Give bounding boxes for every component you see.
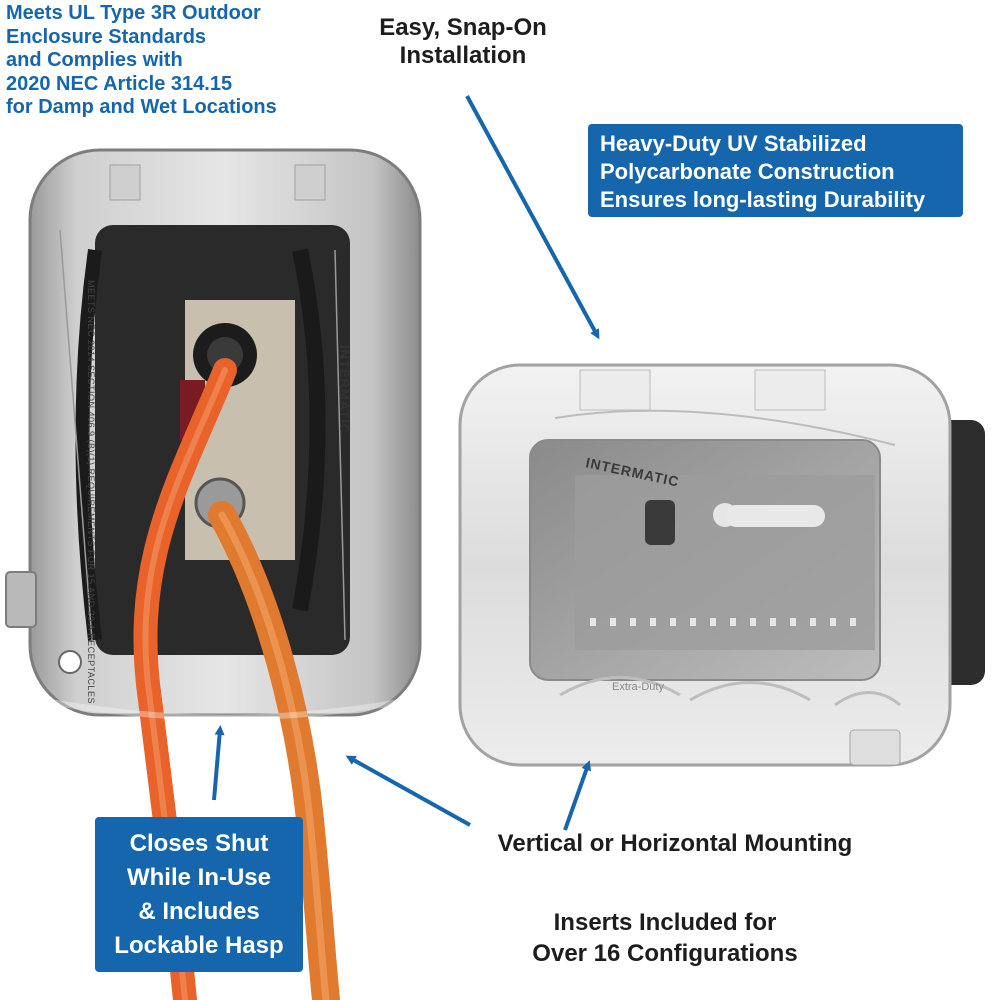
installation-line-1: Easy, Snap-On xyxy=(379,14,547,41)
extra-duty-embossed-text: Extra-Duty xyxy=(612,681,664,693)
closes-shut-line-4: Lockable Hasp xyxy=(114,932,284,959)
inserts-line-1: Inserts Included for xyxy=(553,909,777,936)
construction-line-1: Heavy-Duty UV Stabilized xyxy=(600,131,867,156)
intermatic-logo-left: INTERMATIC xyxy=(337,345,352,434)
installation-arrow xyxy=(465,95,600,340)
standards-line-4: 2020 NEC Article 314.15 xyxy=(6,72,233,95)
standards-line-3: and Complies with xyxy=(6,49,183,72)
installation-callout: Easy, Snap-On Installation xyxy=(363,14,563,71)
standards-line-5: for Damp and Wet Locations xyxy=(6,96,277,119)
embossed-warning-text: MEETS NEC 2014 SECTION 406.9 (B)(1) REQU… xyxy=(86,280,96,704)
standards-line-1: Meets UL Type 3R Outdoor xyxy=(6,2,261,24)
mounting-callout: Vertical or Horizontal Mounting xyxy=(497,830,853,857)
construction-line-3: Ensures long-lasting Durability xyxy=(600,187,926,212)
vertical-cover-left: MEETS NEC 2014 SECTION 406.9 (B)(1) REQU… xyxy=(5,148,422,1000)
mounting-arrow-right xyxy=(563,760,592,831)
inserts-line-2: Over 16 Configurations xyxy=(532,940,798,968)
horizontal-cover-right: INTERMATIC Extra-Duty xyxy=(458,363,985,767)
construction-callout: Heavy-Duty UV Stabilized Polycarbonate C… xyxy=(588,124,963,217)
closes-shut-line-3: & Includes xyxy=(138,898,260,925)
closes-shut-arrow xyxy=(212,725,225,801)
closes-shut-line-2: While In-Use xyxy=(126,864,271,891)
standards-line-2: Enclosure Standards xyxy=(6,25,207,48)
inserts-callout: Inserts Included for Over 16 Configurati… xyxy=(495,907,835,969)
construction-line-2: Polycarbonate Construction xyxy=(600,159,895,184)
closes-shut-callout: Closes Shut While In-Use & Includes Lock… xyxy=(95,817,303,972)
mounting-arrow-left xyxy=(345,755,471,827)
standards-callout: Meets UL Type 3R Outdoor Enclosure Stand… xyxy=(6,2,277,120)
installation-line-2: Installation xyxy=(399,42,527,70)
closes-shut-line-1: Closes Shut xyxy=(129,830,269,857)
